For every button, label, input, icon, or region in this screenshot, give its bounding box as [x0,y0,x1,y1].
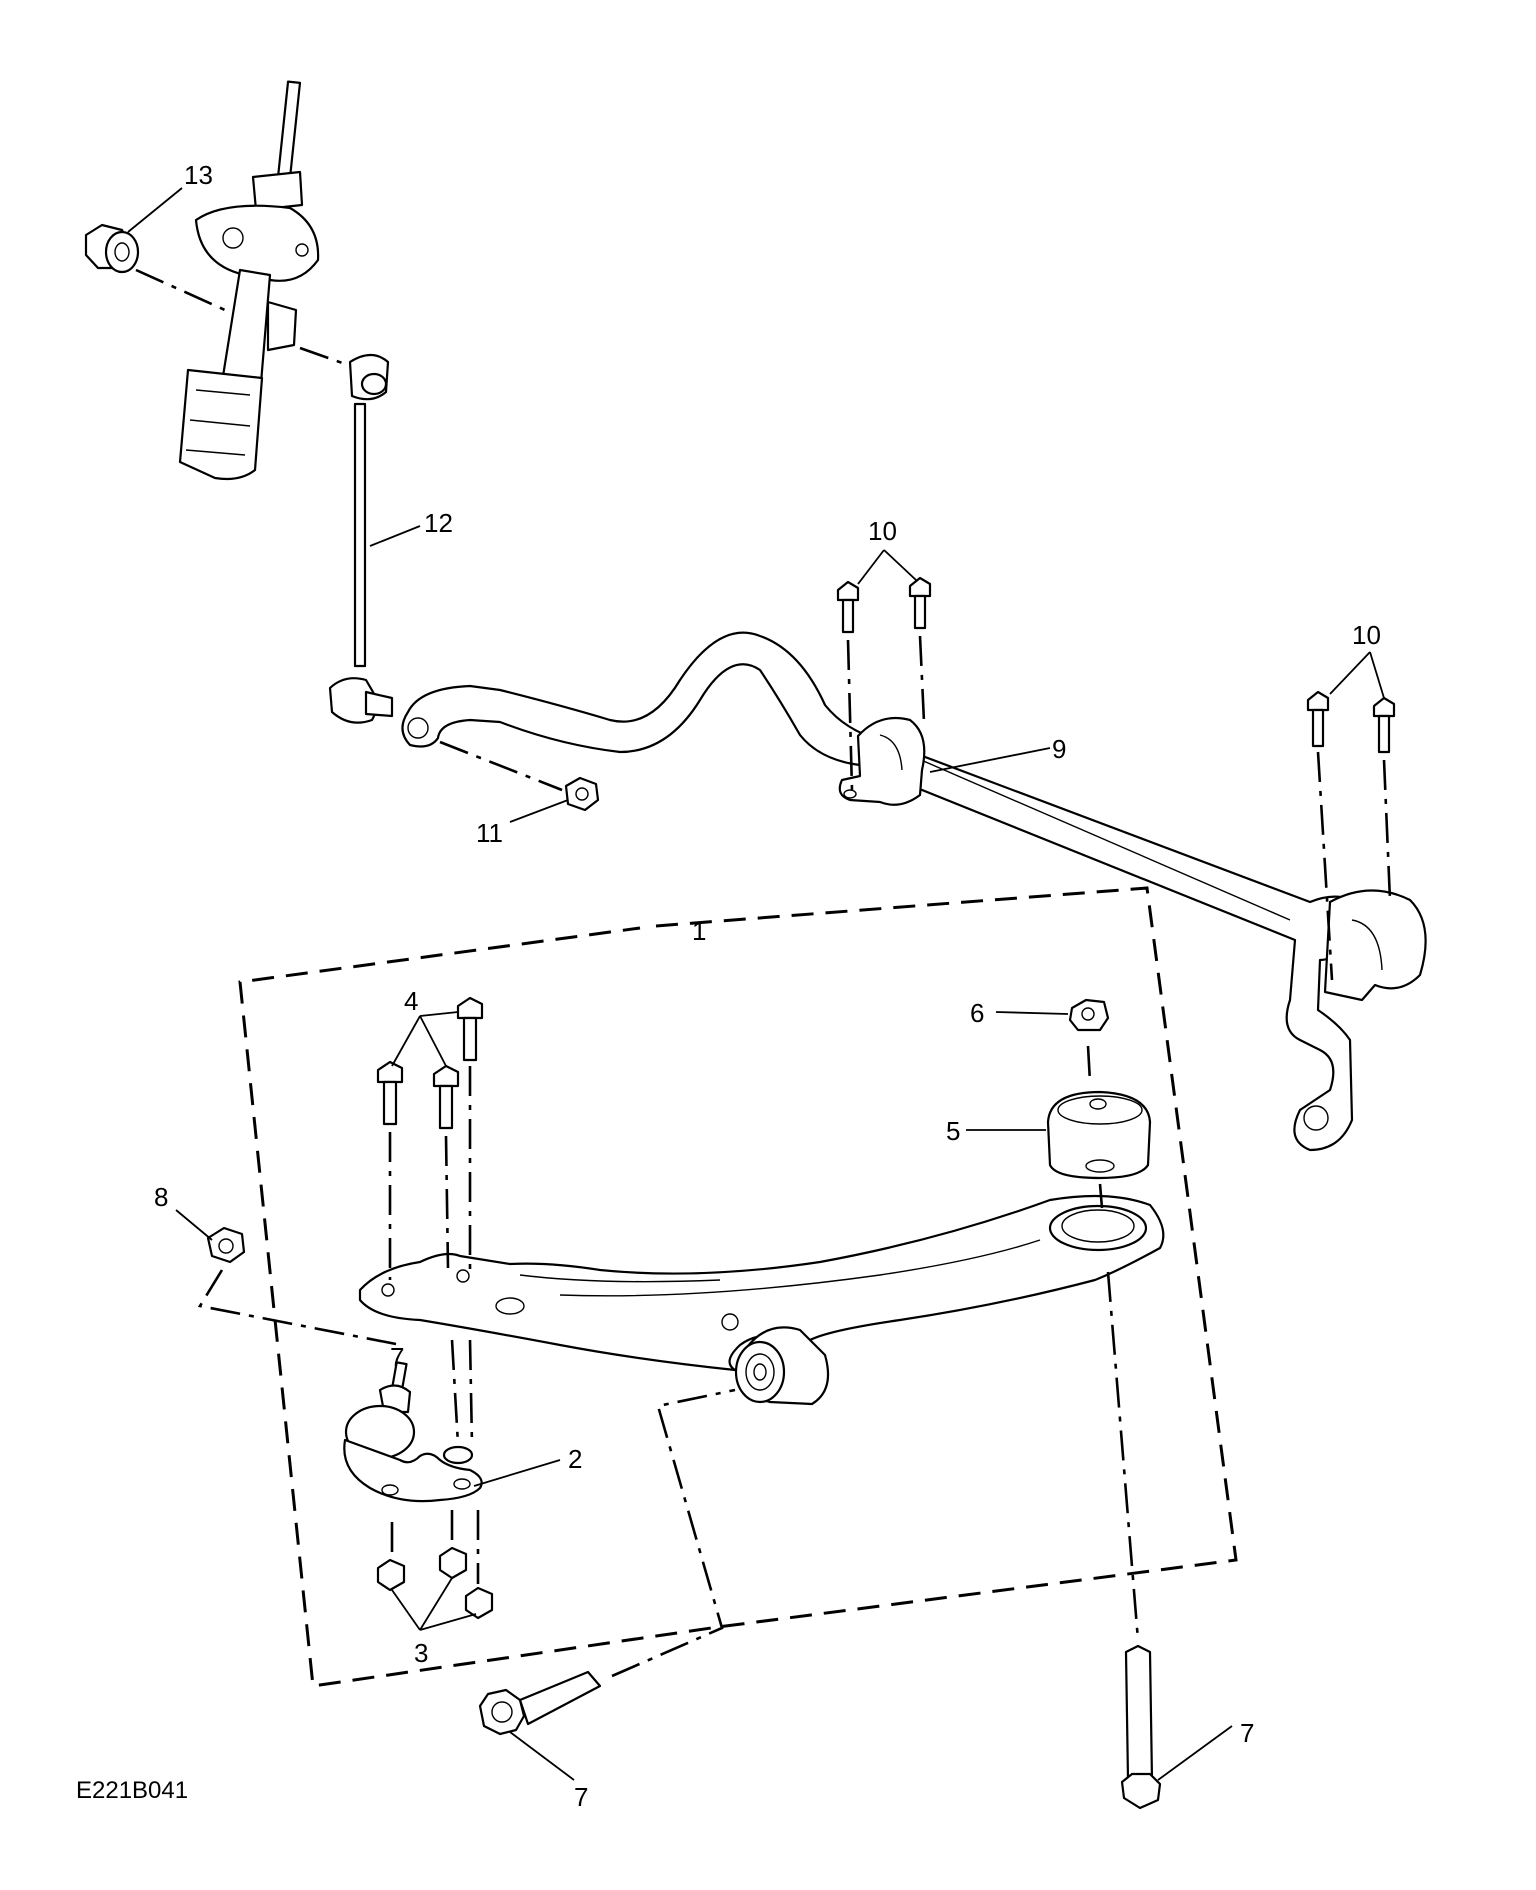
diagram-code: E221B041 [76,1777,188,1804]
bolt-7-rear-centerline [611,1388,736,1678]
callout-3: 3 [414,1638,428,1668]
ball-joint-bolts-4 [376,996,484,1445]
arm-rear-bushing [734,1326,830,1406]
arm-bolt-7-rear [478,1670,602,1736]
callout-10-right: 10 [1352,620,1381,650]
callout-13: 13 [184,160,213,190]
strut-nut-13 [84,223,140,274]
callout-4: 4 [404,986,418,1016]
callout-7-balljoint: 7 [390,1342,404,1372]
callout-7-rear-bolt: 7 [574,1782,588,1812]
callout-5: 5 [946,1116,960,1146]
callout-8: 8 [154,1182,168,1212]
stabilizer-bushing-clamp-left [838,716,926,806]
leader-lines [127,187,1385,1781]
stabilizer-bushing-clamp-right [1323,889,1427,1002]
callout-10-left: 10 [868,516,897,546]
callout-1: 1 [692,916,706,946]
arm-bolt-7-front [1120,1644,1162,1810]
bolt-7-front-centerline [1106,1271,1140,1641]
nut-6-centerline [1086,1045,1092,1083]
bushing-5-centerline [1098,1183,1104,1209]
callout-9: 9 [1052,734,1066,764]
strut-assembly [178,80,320,481]
clamp-bolts-10-left [836,576,932,791]
ball-joint-2 [343,1361,483,1503]
callout-6: 6 [970,998,984,1028]
stabilizer-link-12 [299,346,394,724]
callout-12: 12 [424,508,453,538]
front-bushing-5 [1046,1090,1152,1180]
nut-8 [206,1226,246,1264]
link-nut-11 [564,776,600,812]
nut-11-centerline [439,740,563,792]
callout-2: 2 [568,1444,582,1474]
lower-arm-assembly-boundary [238,886,1238,1688]
lower-control-arm [358,1194,1165,1372]
callout-11: 11 [476,818,503,848]
bushing-nut-6 [1068,998,1110,1032]
callout-7-front-bolt: 7 [1240,1718,1254,1748]
stabilizer-bar-9 [401,631,1365,1152]
nut-13-centerline [135,268,226,312]
nut-8-centerline [197,1269,397,1346]
ball-joint-nuts-3 [376,1510,494,1620]
clamp-bolts-10-right [1306,690,1396,981]
